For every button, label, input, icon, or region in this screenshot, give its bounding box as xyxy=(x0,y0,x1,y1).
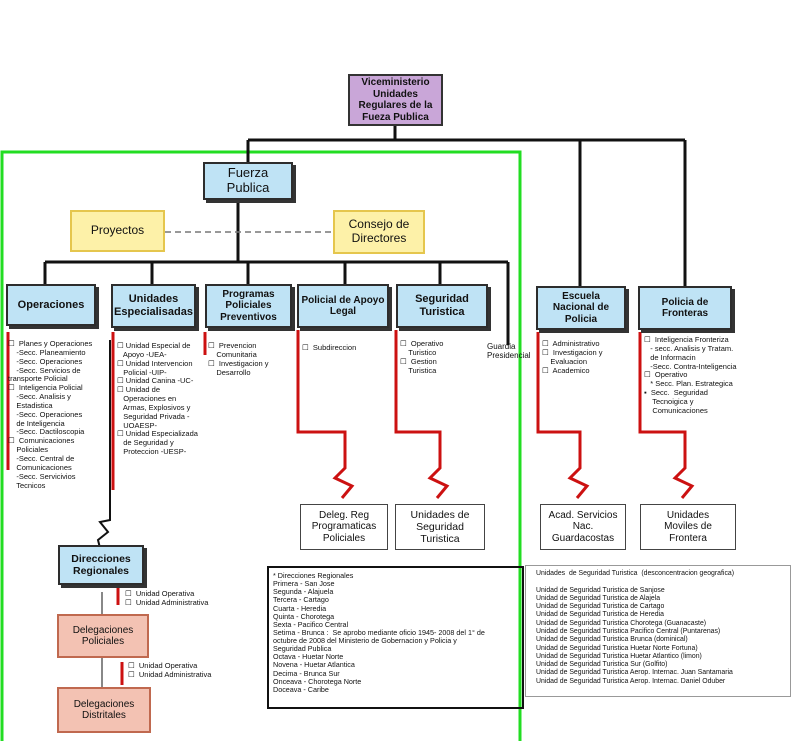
unit-seguridad-turistica: Seguridad Turistica xyxy=(396,284,488,328)
unidades-moviles-box: Unidades Moviles de Frontera xyxy=(640,504,736,550)
apoyo-legal-list: ☐ Subdireccion xyxy=(302,343,357,352)
seguridad-turistica-list: ☐ Operativo Turistico ☐ Gestion Turistic… xyxy=(400,339,444,375)
unit-policia-fronteras: Policia de Fronteras xyxy=(638,286,732,330)
acad-guardacostas-box: Acad. Servicios Nac. Guardacostas xyxy=(540,504,626,550)
especiales-list: ☐ Unidad Especial de Apoyo -UEA- ☐ Unida… xyxy=(117,341,198,457)
escuela-list: ☐ Administrativo ☐ Investigacion y Evalu… xyxy=(542,339,603,375)
consejo-directores-box: Consejo de Directores xyxy=(333,210,425,254)
viceministerio-box: Viceministerio Unidades Regulares de la … xyxy=(348,74,443,126)
unit-apoyo-legal: Policial de Apoyo Legal xyxy=(297,284,389,328)
delegaciones-policiales-box: Delegaciones Policiales xyxy=(57,614,149,658)
unit-escuela-policia: Escuela Nacional de Policia xyxy=(536,286,626,330)
deleg-reg-box: Deleg. Reg Programaticas Policiales xyxy=(300,504,388,550)
direcciones-regionales-panel: * Direcciones Regionales Primera - San J… xyxy=(267,566,524,709)
guardia-presidencial-label: Guardia Presidencial xyxy=(487,342,531,361)
unit-operaciones: Operaciones xyxy=(6,284,96,326)
delegaciones-sublist: ☐ Unidad Operativa ☐ Unidad Administrati… xyxy=(128,661,212,679)
fuerza-publica-box: Fuerza Publica xyxy=(203,162,293,200)
proyectos-box: Proyectos xyxy=(70,210,165,252)
unidades-seguridad-box: Unidades de Seguridad Turistica xyxy=(395,504,485,550)
fronteras-list: ☐ Inteligencia Fronteriza - secc. Analis… xyxy=(644,335,737,415)
direcciones-regionales-box: Direcciones Regionales xyxy=(58,545,144,585)
operaciones-list: ☐ Planes y Operaciones -Secc. Planeamien… xyxy=(8,339,93,490)
unit-programas: Programas Policiales Preventivos xyxy=(205,284,292,328)
delegaciones-distritales-box: Delegaciones Distritales xyxy=(57,687,151,733)
programas-list: ☐ Prevencion Comunitaria ☐ Investigacion… xyxy=(208,341,269,377)
seguridad-turistica-panel: Unidades de Seguridad Turistica (desconc… xyxy=(525,565,791,697)
direcciones-sublist: ☐ Unidad Operativa ☐ Unidad Administrati… xyxy=(125,589,209,607)
unit-especialisadas: Unidades Especialisadas xyxy=(111,284,196,328)
